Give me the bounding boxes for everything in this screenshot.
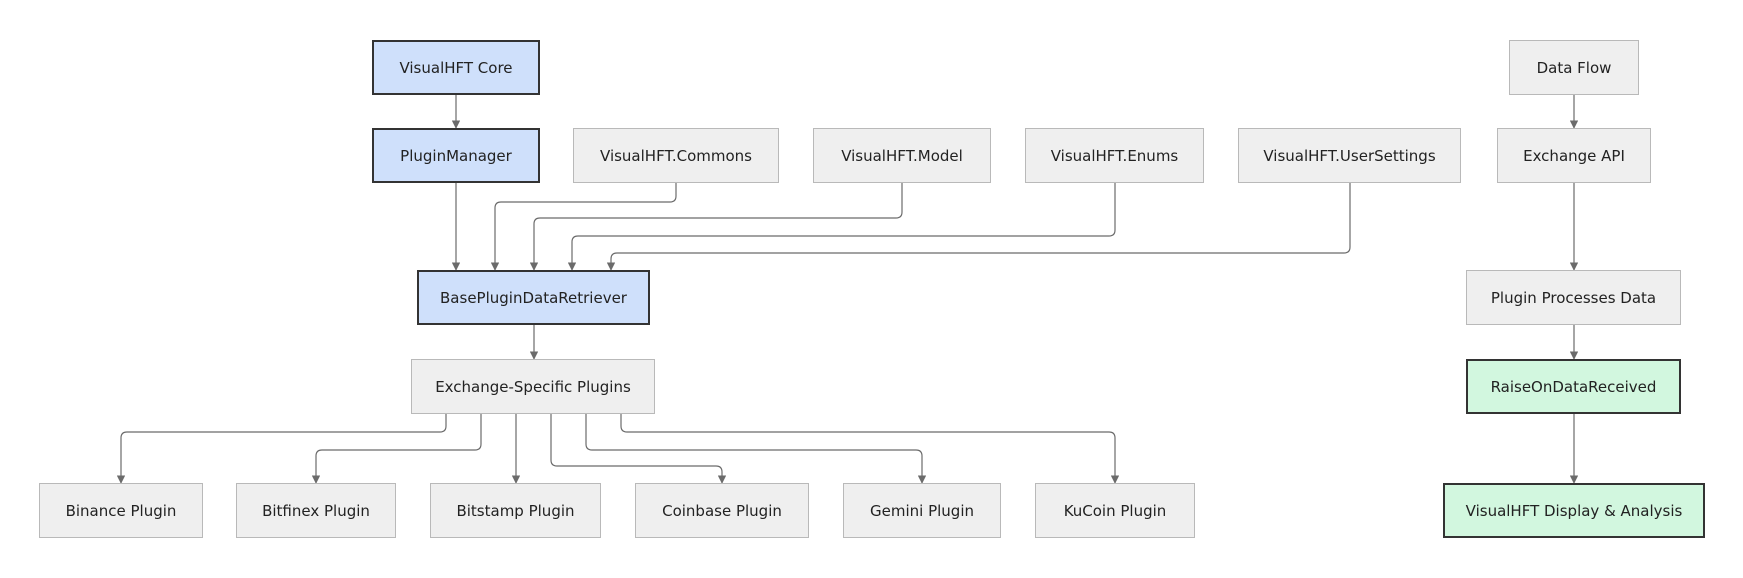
node-base-plugin-data-retriever: BasePluginDataRetriever — [417, 270, 650, 325]
node-bitstamp-plugin: Bitstamp Plugin — [430, 483, 601, 538]
node-raise-on-data-received: RaiseOnDataReceived — [1466, 359, 1681, 414]
node-visualhft-enums: VisualHFT.Enums — [1025, 128, 1204, 183]
node-exchange-api: Exchange API — [1497, 128, 1651, 183]
edge-exchangeplugins-to-kucoin — [620, 414, 1120, 484]
edge-exchangeplugins-to-bitfinex — [311, 414, 482, 484]
node-visualhft-commons: VisualHFT.Commons — [573, 128, 779, 183]
node-visualhft-model: VisualHFT.Model — [813, 128, 991, 183]
edge-usersettings-to-base — [606, 183, 1351, 271]
edge-exchangeplugins-to-coinbase — [550, 414, 727, 484]
edge-model-to-base — [529, 183, 903, 271]
node-gemini-plugin: Gemini Plugin — [843, 483, 1001, 538]
edge-enums-to-base — [567, 183, 1116, 271]
node-coinbase-plugin: Coinbase Plugin — [635, 483, 809, 538]
edge-commons-to-base — [490, 183, 677, 271]
node-visualhft-display-analysis: VisualHFT Display & Analysis — [1443, 483, 1705, 538]
node-plugin-processes-data: Plugin Processes Data — [1466, 270, 1681, 325]
node-visualhft-usersettings: VisualHFT.UserSettings — [1238, 128, 1461, 183]
node-kucoin-plugin: KuCoin Plugin — [1035, 483, 1195, 538]
edge-exchangeplugins-to-binance — [116, 414, 447, 484]
node-data-flow: Data Flow — [1509, 40, 1639, 95]
node-visualhft-core: VisualHFT Core — [372, 40, 540, 95]
node-exchange-specific-plugins: Exchange-Specific Plugins — [411, 359, 655, 414]
node-plugin-manager: PluginManager — [372, 128, 540, 183]
node-bitfinex-plugin: Bitfinex Plugin — [236, 483, 396, 538]
edge-exchangeplugins-to-gemini — [585, 414, 927, 484]
node-binance-plugin: Binance Plugin — [39, 483, 203, 538]
